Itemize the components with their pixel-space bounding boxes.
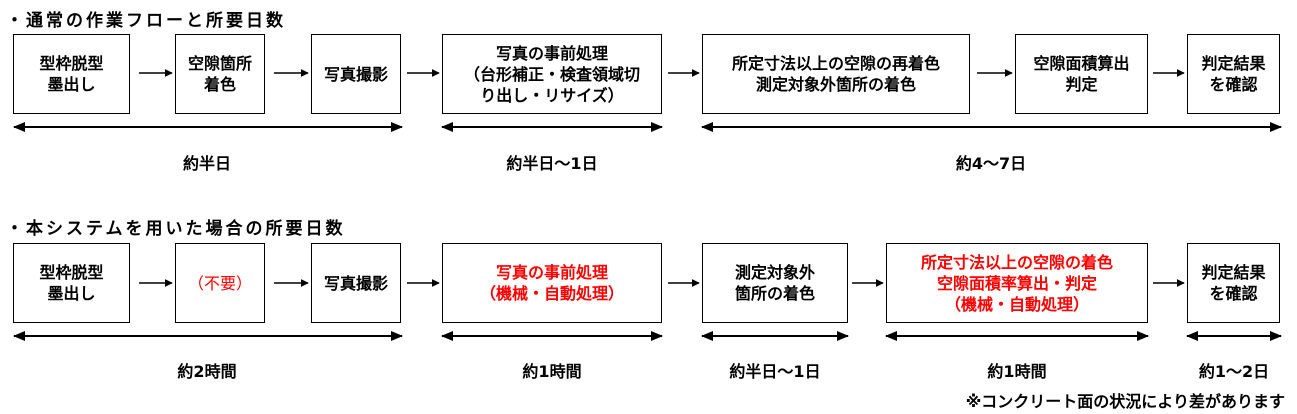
- normal-step-check-result: 判定結果 を確認: [1187, 34, 1280, 114]
- system-duration-1: 約2時間: [177, 362, 237, 381]
- system-duration-4: 約1時間: [987, 362, 1047, 381]
- system-step-photo: 写真撮影: [311, 243, 401, 323]
- system-step-check-result: 判定結果 を確認: [1187, 243, 1280, 323]
- normal-step-preprocess: 写真の事前処理 （台形補正・検査領域切 り出し・リサイズ）: [442, 34, 662, 114]
- system-duration-5: 約1～2日: [1198, 362, 1270, 381]
- system-step-preprocess-auto: 写真の事前処理 （機械・自動処理）: [442, 243, 662, 323]
- normal-flow-title: ・通常の作業フローと所要日数: [6, 11, 286, 31]
- footnote: ※コンクリート面の状況により差があります: [965, 392, 1285, 411]
- normal-step-formwork: 型枠脱型 墨出し: [13, 34, 130, 114]
- normal-step-photo: 写真撮影: [311, 34, 401, 114]
- system-duration-2: 約1時間: [522, 362, 582, 381]
- normal-step-void-coloring: 空隙箇所 着色: [175, 34, 265, 114]
- normal-duration-1: 約半日: [182, 154, 232, 173]
- system-flow-title: ・本システムを用いた場合の所要日数: [6, 219, 346, 239]
- system-step-formwork: 型枠脱型 墨出し: [13, 243, 130, 323]
- normal-step-recoloring: 所定寸法以上の空隙の再着色 測定対象外箇所の着色: [702, 34, 970, 114]
- system-step-exclusion-coloring: 測定対象外 箇所の着色: [702, 243, 848, 323]
- normal-duration-2: 約半日～1日: [506, 154, 598, 173]
- normal-step-area-calc: 空隙面積算出 判定: [1015, 34, 1148, 114]
- system-duration-3: 約半日～1日: [729, 362, 821, 381]
- system-step-auto-judgement: 所定寸法以上の空隙の着色 空隙面積率算出・判定 （機械・自動処理）: [886, 243, 1148, 323]
- normal-duration-3: 約4～7日: [955, 154, 1027, 173]
- system-step-not-needed: （不要）: [175, 243, 265, 323]
